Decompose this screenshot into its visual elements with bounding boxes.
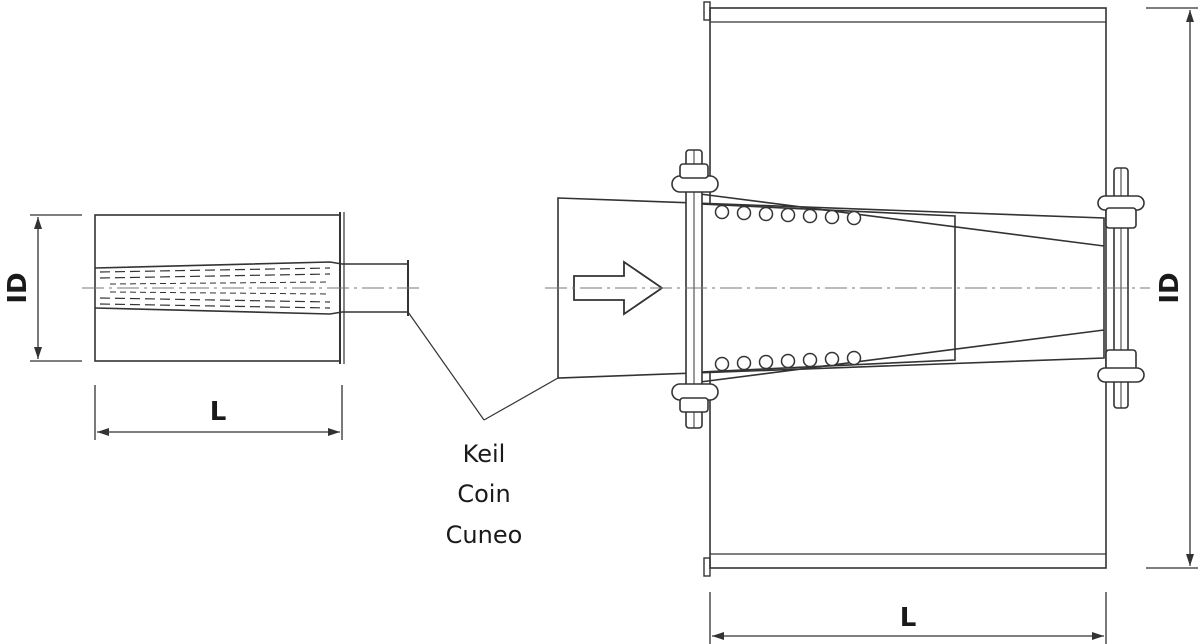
right-wedge-segment-holes-bottom [714, 350, 862, 372]
right-length-label: L [900, 603, 917, 633]
wedge-callout-leader [407, 311, 559, 421]
left-id-dimension [30, 214, 82, 362]
right-id-dimension [1146, 7, 1198, 569]
left-id-label: ID [3, 272, 33, 303]
right-id-label: ID [1155, 272, 1185, 303]
wedge-label-it: Cuneo [446, 521, 523, 549]
left-length-dimension [94, 385, 343, 440]
left-length-label: L [210, 397, 227, 427]
left-assembly [94, 212, 409, 364]
right-length-dimension [709, 592, 1107, 644]
wedge-label-de: Keil [463, 440, 506, 468]
wedge-label-fr: Coin [457, 480, 510, 508]
right-left-threaded-rod [671, 149, 719, 429]
right-wedge-segment-holes-top [714, 204, 862, 226]
